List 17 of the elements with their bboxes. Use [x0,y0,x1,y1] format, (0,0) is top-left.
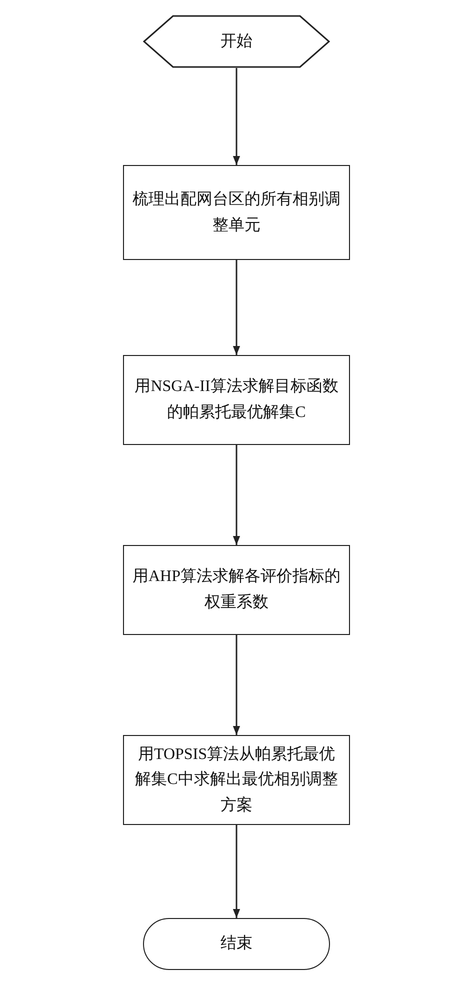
process-box [123,735,350,825]
step-text: 用TOPSIS算法从帕累托最优解集C中求解出最优相别调整方案 [134,744,339,816]
step-text: 用NSGA-II算法求解目标函数的帕累托最优解集C [134,376,340,423]
step-text: 用AHP算法求解各评价指标的权重系数 [131,566,342,613]
arrow [232,635,240,735]
step-text: 梳理出配网台区的所有相别调整单元 [132,190,342,236]
end-terminal [143,918,330,970]
arrow [232,825,240,918]
process-box [123,165,350,260]
arrow [232,445,240,545]
step-text: 结束 [220,934,252,954]
arrow [232,68,240,165]
process-box [123,545,350,635]
start-hexagon [143,15,330,68]
arrow [232,260,240,355]
process-box [123,355,350,445]
step-text: 开始 [220,32,252,52]
